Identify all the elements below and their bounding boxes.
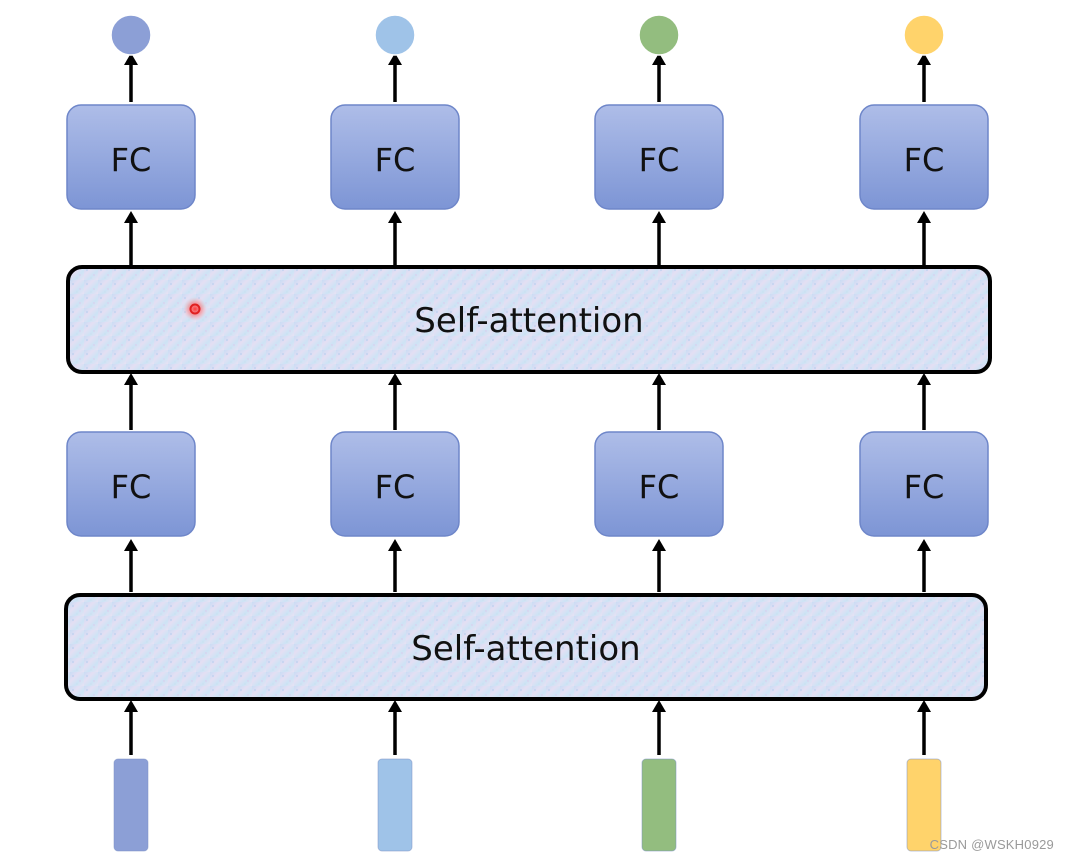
arrow-fc-top-to-output-1-head <box>124 53 138 65</box>
cursor-indicator <box>183 297 207 321</box>
fc-bottom-label-4: FC <box>904 468 945 506</box>
input-vector-4 <box>906 758 942 852</box>
arrow-attn-top-to-fc-1-head <box>124 211 138 223</box>
arrow-fc-bottom-to-attn-2-head <box>388 373 402 385</box>
arrow-attn-bottom-to-fc-3-head <box>652 539 666 551</box>
arrow-fc-bottom-to-attn-3-head <box>652 373 666 385</box>
self-attention-bottom-block: Self-attention <box>64 593 988 701</box>
self-attention-top-block: Self-attention <box>66 265 992 374</box>
fc-bottom-2: FC <box>330 431 460 537</box>
fc-top-box-4 <box>859 104 989 210</box>
fc-layer-top: FC FC FC FC <box>66 104 989 210</box>
arrow-input-to-attn-1-head <box>124 700 138 712</box>
fc-top-box-3 <box>594 104 724 210</box>
arrows <box>124 53 931 755</box>
fc-bottom-box-3 <box>594 431 724 537</box>
arrow-input-to-attn-2-head <box>388 700 402 712</box>
fc-top-4: FC <box>859 104 989 210</box>
fc-top-1: FC <box>66 104 196 210</box>
output-node-4 <box>903 14 945 56</box>
fc-top-label-3: FC <box>639 141 680 179</box>
input-vector-2 <box>377 758 413 852</box>
fc-top-3: FC <box>594 104 724 210</box>
output-node-3 <box>638 14 680 56</box>
cursor-glow-icon <box>183 297 207 321</box>
arrow-attn-bottom-to-fc-4-head <box>917 539 931 551</box>
fc-bottom-4: FC <box>859 431 989 537</box>
arrow-attn-top-to-fc-4-head <box>917 211 931 223</box>
fc-bottom-label-1: FC <box>111 468 152 506</box>
fc-layer-bottom: FC FC FC FC <box>66 431 989 537</box>
output-node-2 <box>374 14 416 56</box>
fc-top-box-1 <box>66 104 196 210</box>
arrow-input-to-attn-3-head <box>652 700 666 712</box>
cursor-dot-icon <box>189 303 201 315</box>
self-attention-bottom-label: Self-attention <box>411 629 640 669</box>
input-vector-1 <box>113 758 149 852</box>
self-attention-top-label: Self-attention <box>414 301 643 341</box>
arrow-attn-bottom-to-fc-2-head <box>388 539 402 551</box>
output-nodes <box>110 14 945 56</box>
arrow-fc-top-to-output-2-head <box>388 53 402 65</box>
fc-top-label-4: FC <box>904 141 945 179</box>
fc-bottom-box-1 <box>66 431 196 537</box>
arrow-fc-bottom-to-attn-4-head <box>917 373 931 385</box>
fc-bottom-box-2 <box>330 431 460 537</box>
fc-bottom-3: FC <box>594 431 724 537</box>
fc-top-label-2: FC <box>375 141 416 179</box>
fc-top-box-2 <box>330 104 460 210</box>
arrow-attn-bottom-to-fc-1-head <box>124 539 138 551</box>
self-attention-bottom-box <box>64 593 988 701</box>
arrow-fc-top-to-output-3-head <box>652 53 666 65</box>
arrow-input-to-attn-4-head <box>917 700 931 712</box>
arrow-attn-top-to-fc-2-head <box>388 211 402 223</box>
fc-bottom-label-2: FC <box>375 468 416 506</box>
fc-top-2: FC <box>330 104 460 210</box>
fc-top-label-1: FC <box>111 141 152 179</box>
arrow-attn-top-to-fc-3-head <box>652 211 666 223</box>
fc-bottom-1: FC <box>66 431 196 537</box>
watermark: CSDN @WSKH0929 <box>929 837 1054 852</box>
output-node-1 <box>110 14 152 56</box>
fc-bottom-label-3: FC <box>639 468 680 506</box>
fc-bottom-box-4 <box>859 431 989 537</box>
input-vectors <box>113 758 942 852</box>
input-vector-3 <box>641 758 677 852</box>
arrow-fc-bottom-to-attn-1-head <box>124 373 138 385</box>
self-attention-top-box <box>66 265 992 374</box>
arrow-fc-top-to-output-4-head <box>917 53 931 65</box>
